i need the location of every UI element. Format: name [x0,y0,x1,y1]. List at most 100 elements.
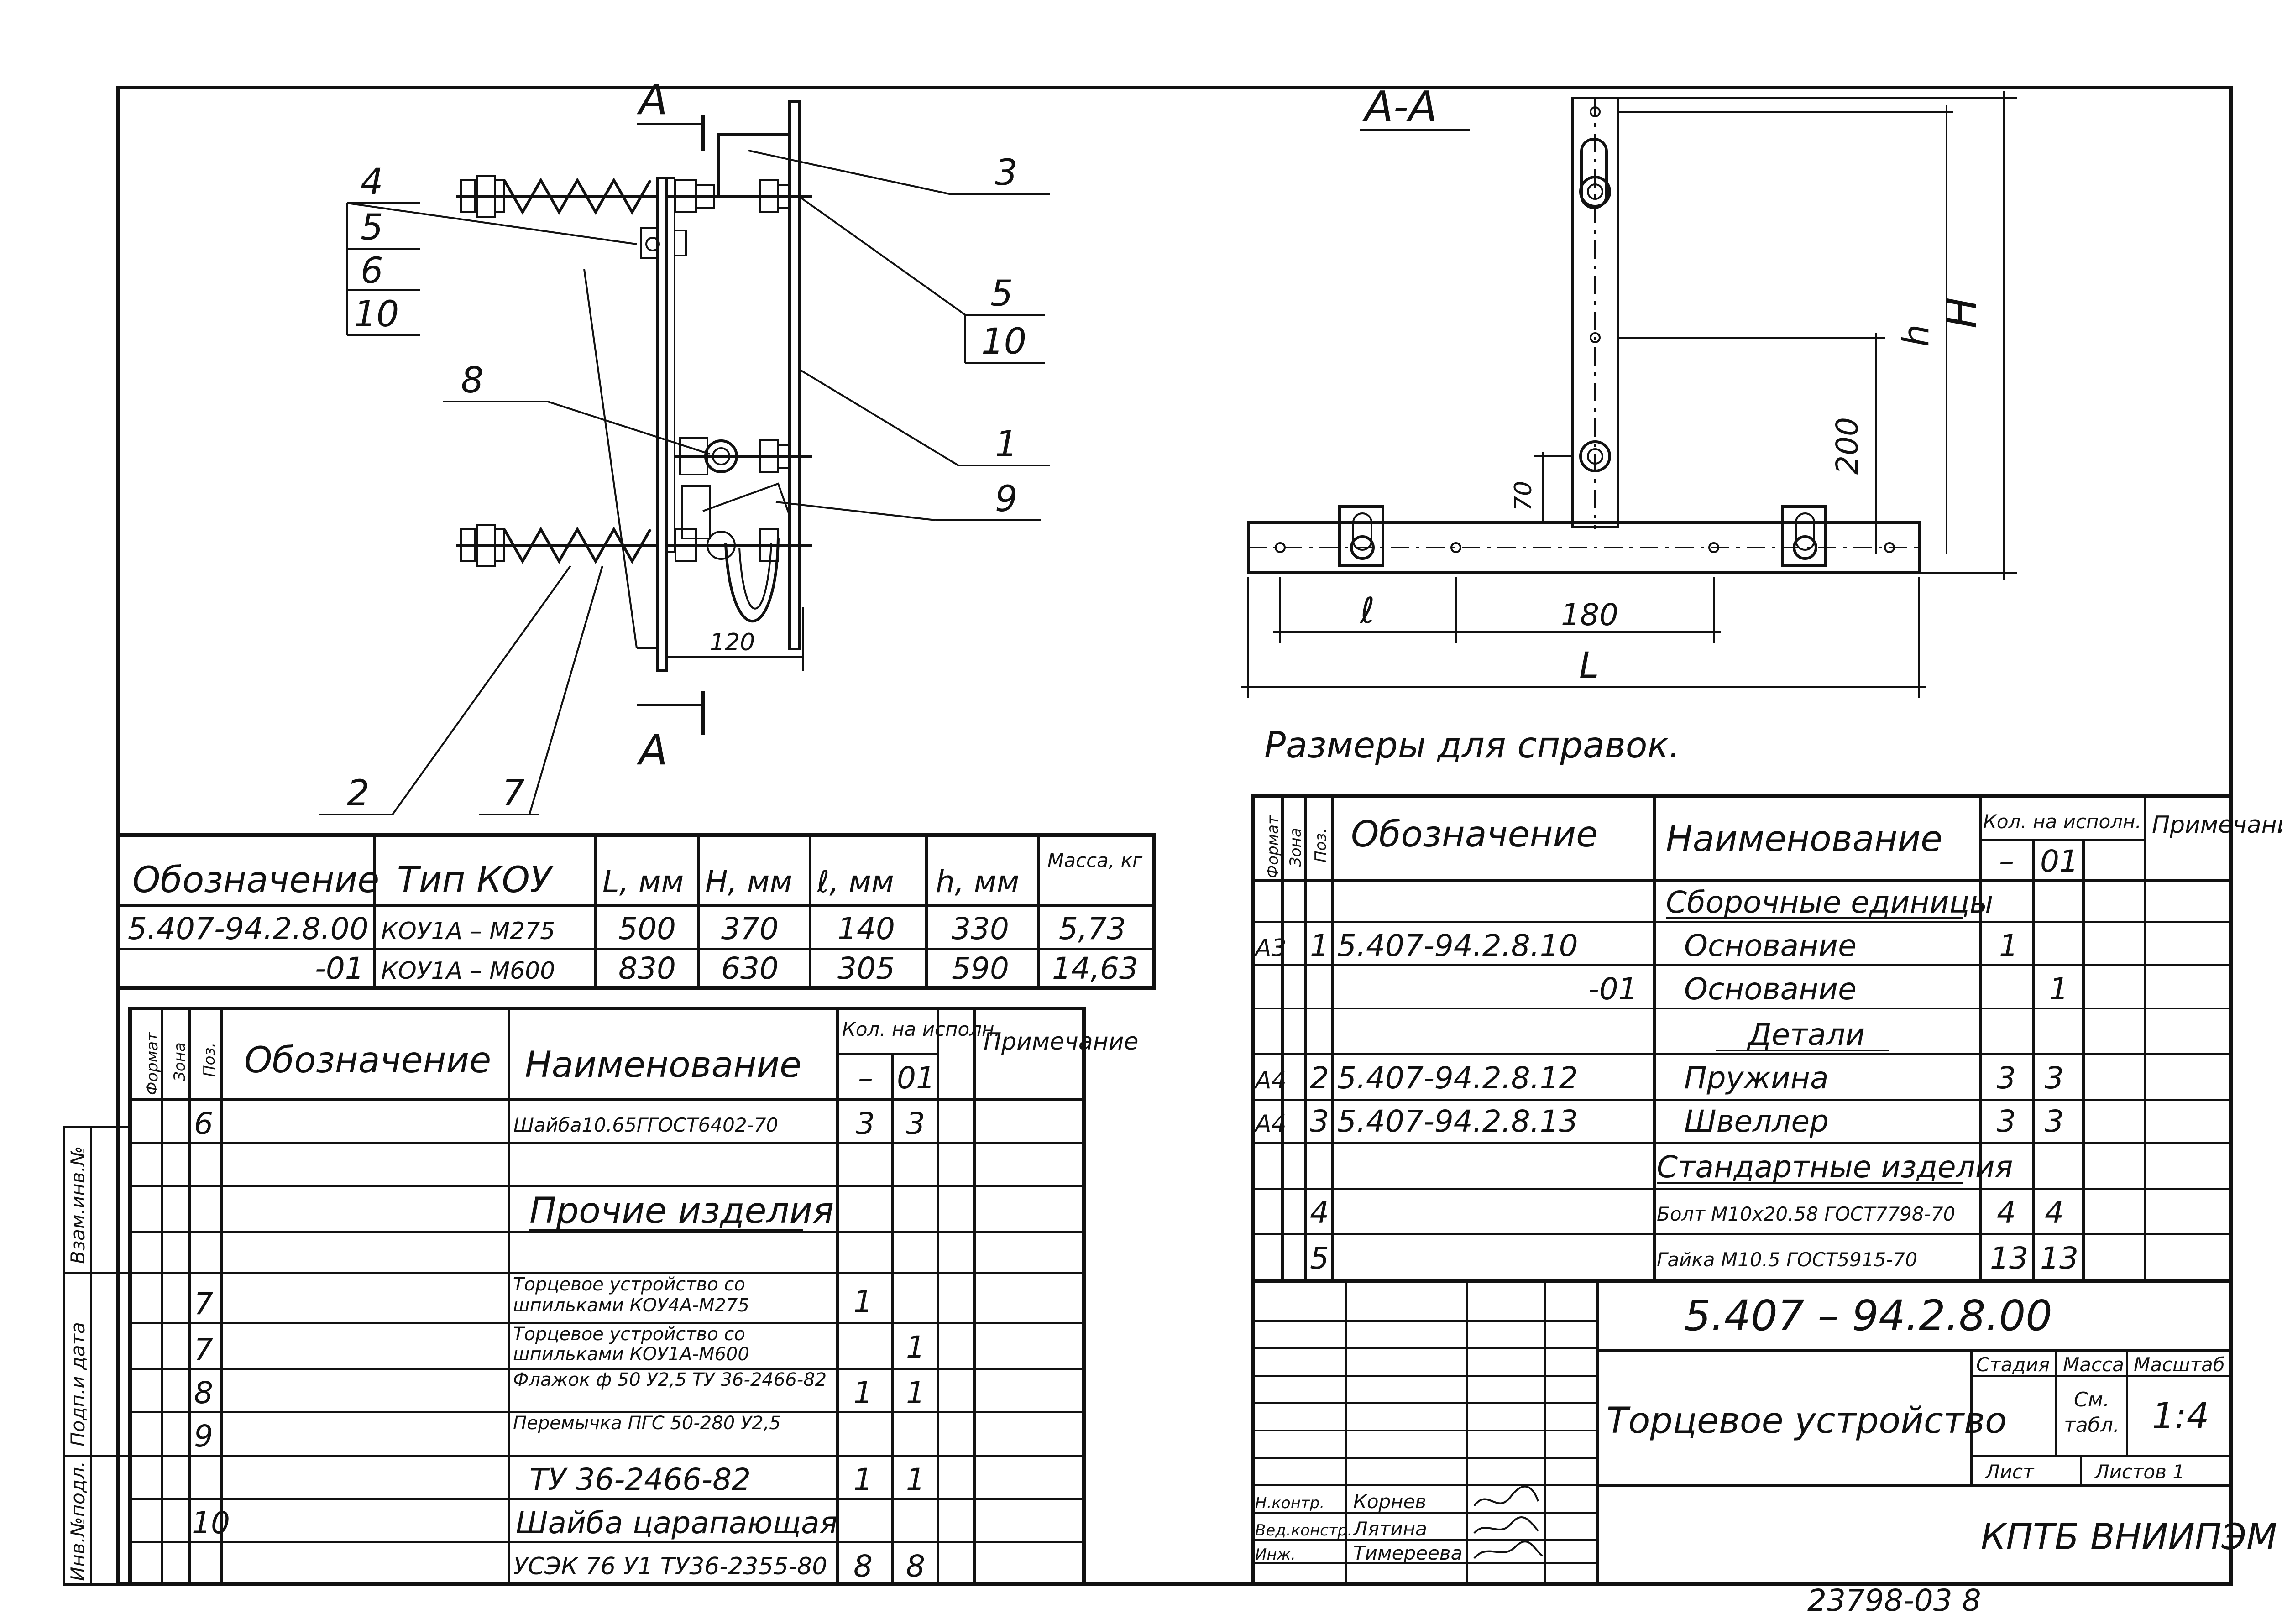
section-mark-bottom: A [637,726,668,774]
sr-r2-des: -01 [1588,971,1638,1007]
vt-h-H: H, мм [705,864,792,899]
sl-r10-name: УСЭК 76 У1 ТУ36-2355-80 [513,1553,827,1580]
dim-L: L [1579,645,1599,686]
vt-h-type: Тип КОУ [397,860,554,901]
sl-r0-name: Шайба10.65ГГОСТ6402-70 [513,1114,778,1136]
sr-h-q-01: 01 [2040,844,2078,879]
sl-r5-pos: 7 [194,1332,213,1367]
sr-r5-q1: 3 [2045,1104,2064,1139]
sr-r7-q1: 4 [2045,1195,2064,1230]
side-stamp: Взам.инв.№ Подп.и дата Инв.№подл. [63,1126,131,1586]
sr-h-qty: Кол. на исполн. [1983,810,2141,833]
sr-h-q-dash: – [1999,844,2014,879]
sl-r8-q0: 1 [853,1462,873,1497]
callout-3: 3 [995,152,1018,193]
spec-table-right: Формат Зона Поз. Обозначение Наименовани… [1251,794,2282,1283]
sl-r4-q0: 1 [853,1284,873,1319]
sr-r8-pos: 5 [1310,1241,1329,1276]
callout-6: 6 [361,251,383,292]
signature-0 [1473,1485,1539,1507]
sl-h-name: Наименование [525,1044,801,1086]
vt-r2-H: 630 [721,951,779,986]
dim-180: 180 [1561,597,1618,632]
sr-h-designation: Обозначение [1351,814,1598,855]
sr-r1-q0: 1 [1999,928,2018,963]
tb-org: КПТБ ВНИИПЭМ [1981,1517,2277,1558]
sr-h-name: Наименование [1666,819,1942,860]
dim-h: h [1896,324,1937,347]
sr-r4-fmt: А4 [1254,1067,1287,1094]
sl-r8-q1: 1 [906,1462,925,1497]
sr-r1-fmt: А3 [1254,935,1287,962]
sl-h-note: Примечание [984,1028,1139,1055]
sr-r6-name: Стандартные изделия [1657,1149,2013,1185]
tb-role-0: Н.контр. [1255,1494,1324,1512]
sr-r5-q0: 3 [1997,1104,2016,1139]
callout-5: 5 [361,207,383,248]
vt-r2-type: КОУ1А – М600 [381,957,555,985]
sl-r6-q0: 1 [853,1375,873,1410]
sl-r0-pos: 6 [194,1106,213,1141]
sr-r4-pos: 2 [1310,1060,1329,1096]
sl-r5-q1: 1 [906,1330,925,1365]
sr-r5-des: 5.407-94.2.8.13 [1337,1104,1578,1139]
vt-r1-H: 370 [721,911,779,946]
sr-r5-fmt: А4 [1254,1110,1287,1138]
sr-r7-q0: 4 [1997,1195,2016,1230]
sl-h-q-01: 01 [897,1060,935,1096]
tb-name-1: Лятина [1352,1518,1427,1540]
vt-r1-h: 330 [952,911,1009,946]
vt-r1-L: 500 [618,911,676,946]
sr-r5-name: Швеллер [1684,1104,1829,1139]
callout-10: 10 [354,294,399,335]
callout-5b: 5 [990,273,1013,314]
sr-r4-des: 5.407-94.2.8.12 [1337,1060,1578,1096]
side-label-inv: Инв.№подл. [67,1461,89,1581]
vt-h-l: ℓ, мм [816,864,894,899]
sl-r2-name: Прочие изделия [529,1191,834,1232]
callout-8: 8 [461,360,484,401]
sr-h-note: Примечание [2152,811,2282,839]
sl-r10-q1: 8 [906,1549,925,1584]
sr-r4-q0: 3 [1997,1060,2016,1096]
left-view: A A [319,75,1050,815]
sl-r9-pos: 10 [192,1505,230,1540]
tb-title: Торцевое устройство [1607,1400,2007,1441]
dim-120: 120 [710,629,755,656]
tb-scale-value: 1:4 [2152,1396,2209,1437]
tb-mass-value: См. табл. [2064,1388,2120,1437]
dim-H: H [1937,297,1986,329]
vt-h-mass: Масса, кг [1047,849,1143,872]
sl-h-zone: Зона [171,1042,189,1081]
tb-name-0: Корнев [1353,1490,1426,1513]
tb-sheets-label: Листов 1 [2094,1461,2185,1483]
sl-r7-pos: 9 [194,1419,213,1454]
tb-scale-label: Масштаб [2134,1353,2225,1376]
variants-table: Обозначение Тип КОУ L, мм H, мм ℓ, мм h,… [116,833,1156,990]
sl-r6-q1: 1 [906,1375,925,1410]
sr-r1-des: 5.407-94.2.8.10 [1337,928,1578,963]
tb-role-1: Вед.констр. [1255,1521,1352,1540]
sr-r3-name: Детали [1747,1017,1865,1052]
right-view: А-А H h 200 [1241,82,2017,766]
sr-r4-name: Пружина [1684,1060,1829,1096]
sl-r9-name: Шайба царапающая [516,1505,837,1540]
sr-h-format: Формат [1264,815,1282,878]
sr-r8-q1: 13 [2040,1241,2078,1276]
tb-role-2: Инж. [1255,1546,1296,1564]
callout-4: 4 [361,162,383,203]
sl-h-qty: Кол. на исполн. [842,1018,1000,1040]
sl-r0-q0: 3 [856,1106,875,1141]
reference-note: Размеры для справок. [1264,725,1680,766]
vt-h-h: h, мм [936,864,1019,899]
title-block: 5.407 – 94.2.8.00 Торцевое устройство Ст… [1251,1279,2277,1586]
sl-r0-q1: 3 [906,1106,925,1141]
sl-h-pos: Поз. [200,1043,219,1077]
callout-2: 2 [347,773,370,814]
sl-r6-pos: 8 [194,1375,213,1410]
sr-r8-name: Гайка М10.5 ГОСТ5915-70 [1657,1248,1917,1271]
tb-doc-number: 5.407 – 94.2.8.00 [1684,1291,2052,1340]
vt-h-designation: Обозначение [132,860,379,901]
sl-r7-name: Перемычка ПГС 50-280 У2,5 [513,1413,781,1434]
sr-r0-name: Сборочные единицы [1666,885,1994,920]
